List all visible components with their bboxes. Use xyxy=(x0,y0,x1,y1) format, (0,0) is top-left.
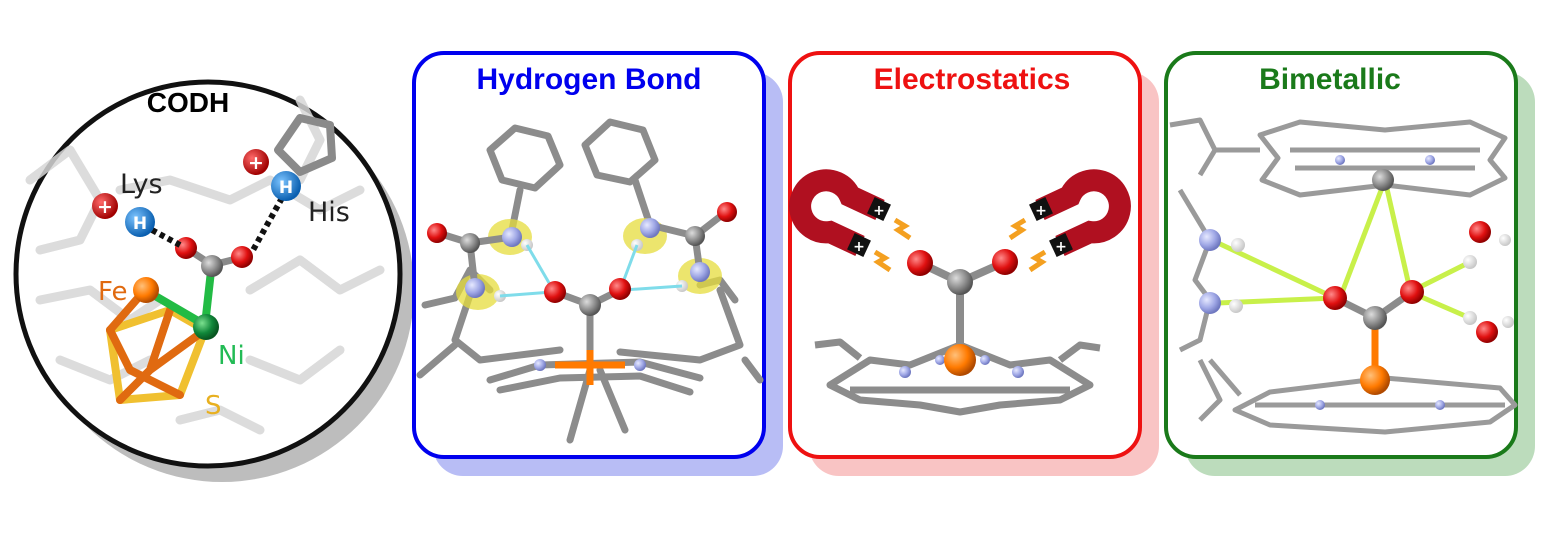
svg-text:+: + xyxy=(1035,203,1047,219)
carbon-atom xyxy=(201,255,223,277)
hbond-metal-center xyxy=(534,350,646,385)
nitrogen-atom xyxy=(690,262,710,282)
electrostatics-panel: Electrostatics + + + + xyxy=(788,51,1159,476)
carbon-atom xyxy=(1363,306,1387,330)
oxygen-atom xyxy=(231,246,253,268)
water-molecules xyxy=(1463,221,1514,343)
his-hydrogen xyxy=(271,171,301,201)
lys-label: Lys xyxy=(120,169,163,200)
electro-porphyrin xyxy=(814,338,1101,416)
magnet-left-icon: + + xyxy=(789,169,912,273)
oxygen-atom xyxy=(175,237,197,259)
nitrogen-atom xyxy=(502,227,522,247)
bimetallic-nitrogens xyxy=(1315,155,1445,410)
plus-charge-icon xyxy=(243,149,269,175)
hbond-dash xyxy=(249,196,285,254)
bimetallic-panel: Bimetallic xyxy=(1164,51,1535,476)
oxygen-atom xyxy=(1400,280,1424,304)
bimetallic-framework xyxy=(1169,117,1518,435)
oxygen-atom xyxy=(544,281,566,303)
carbon-atom xyxy=(685,226,705,246)
lys-hydrogen xyxy=(125,207,155,237)
hbond-lines xyxy=(499,244,683,298)
svg-text:+: + xyxy=(1055,239,1067,255)
panel-title-bimetallic: Bimetallic xyxy=(1259,63,1401,96)
plus-label: + xyxy=(248,152,264,174)
oxygen-atom xyxy=(907,250,933,276)
panel-frame xyxy=(788,51,1142,459)
hydrogen-bond-panel: Hydrogen Bond xyxy=(412,51,783,476)
iron-atom xyxy=(1360,365,1390,395)
lys-h-label: H xyxy=(133,214,147,234)
urea-left xyxy=(427,219,533,310)
iron-atom xyxy=(944,344,976,376)
ni-label: Ni xyxy=(218,341,245,371)
plus-label: + xyxy=(97,196,113,218)
urea-right xyxy=(623,202,737,294)
panel-frame xyxy=(412,51,766,459)
nitrogen-atom xyxy=(640,218,660,238)
svg-text:+: + xyxy=(853,239,865,255)
oxygen-atom xyxy=(992,249,1018,275)
metal-atom-top xyxy=(1372,169,1394,191)
plus-charge-icon xyxy=(92,193,118,219)
carbon-atom xyxy=(460,233,480,253)
oxygen-atom xyxy=(717,202,737,222)
panel-frame xyxy=(1164,51,1518,459)
his-h-label: H xyxy=(279,178,293,198)
fe-label: Fe xyxy=(98,277,128,307)
oxygen-atom xyxy=(427,223,447,243)
panel-title-hydrogen-bond: Hydrogen Bond xyxy=(477,63,702,96)
codh-panel: H H + + CODH Lys His Fe Ni S xyxy=(13,79,414,482)
magnet-right-icon: + + xyxy=(1008,169,1131,273)
oxygen-atom xyxy=(609,278,631,300)
nickel-atom xyxy=(193,314,219,340)
amine-groups xyxy=(1199,229,1245,314)
carbon-atom xyxy=(579,294,601,316)
s-label: S xyxy=(205,391,222,421)
oxygen-atom xyxy=(1323,286,1347,310)
hbond-co2 xyxy=(544,278,631,316)
electro-nitrogens xyxy=(899,355,1024,378)
carbon-atom xyxy=(947,269,973,295)
nitrogen-atom xyxy=(465,278,485,298)
svg-text:+: + xyxy=(873,203,885,219)
histidine-ring xyxy=(274,114,336,176)
iron-atom xyxy=(133,277,159,303)
codh-title: CODH xyxy=(147,87,229,118)
his-label: His xyxy=(308,197,350,228)
panel-title-electrostatics: Electrostatics xyxy=(874,63,1071,96)
